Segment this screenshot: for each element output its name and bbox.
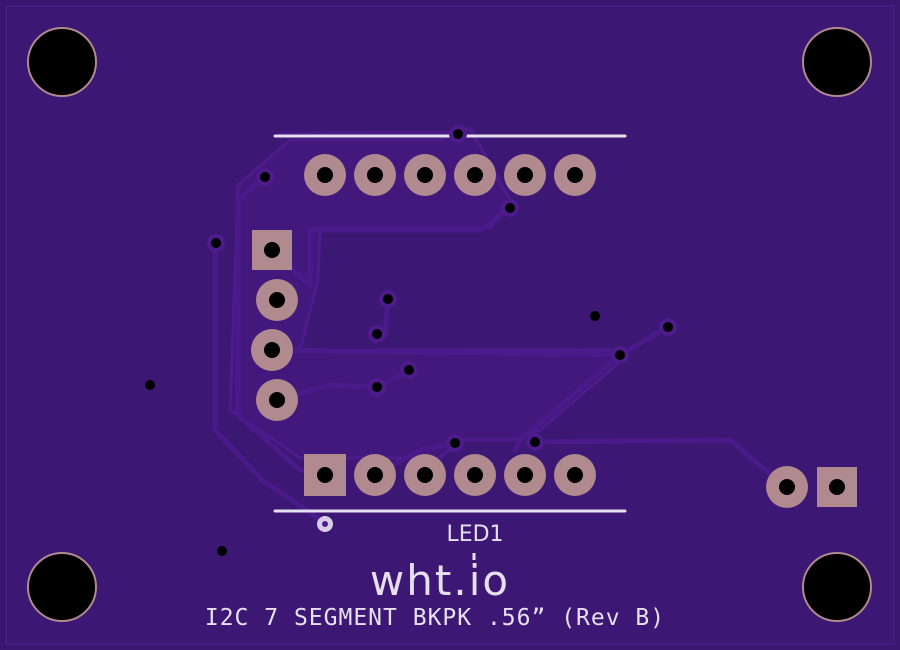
square-pad [304,454,346,496]
mounting-hole-bottom-left [27,552,97,622]
pad [766,466,808,508]
led-bottom-pads [304,454,596,496]
pad [504,154,546,196]
board-edge [5,5,895,645]
pad [404,454,446,496]
pad [554,154,596,196]
led-top-pads [304,154,596,196]
square-pad [252,230,292,270]
i2c-header-pads [251,230,298,421]
vias [145,125,677,556]
pad [504,454,546,496]
mounting-holes [27,27,872,622]
via [611,346,629,364]
via [145,380,155,390]
pad [256,379,298,421]
via [590,311,600,321]
via [446,434,464,452]
pad [354,154,396,196]
via [207,234,225,252]
via [400,361,418,379]
logo-text: wht.io [370,556,510,605]
pad [304,154,346,196]
mounting-hole-bottom-right [802,552,872,622]
mounting-hole-top-left [27,27,97,97]
power-header-pads [766,466,857,508]
via [659,318,677,336]
board-title: I2C 7 SEGMENT BKPK .56” (Rev B) [205,605,665,631]
pad [454,154,496,196]
via-marker [317,516,333,532]
pad [454,454,496,496]
via [368,378,386,396]
pad [404,154,446,196]
mounting-hole-top-right [802,27,872,97]
pad [251,329,293,371]
via [217,546,227,556]
pad [256,279,298,321]
square-pad [817,467,857,507]
pad [354,454,396,496]
pad [554,454,596,496]
via [368,325,386,343]
via [256,168,274,186]
via [501,199,519,217]
led-designator: LED1 [446,522,503,547]
via [379,290,397,308]
via [526,433,544,451]
via [449,125,467,143]
